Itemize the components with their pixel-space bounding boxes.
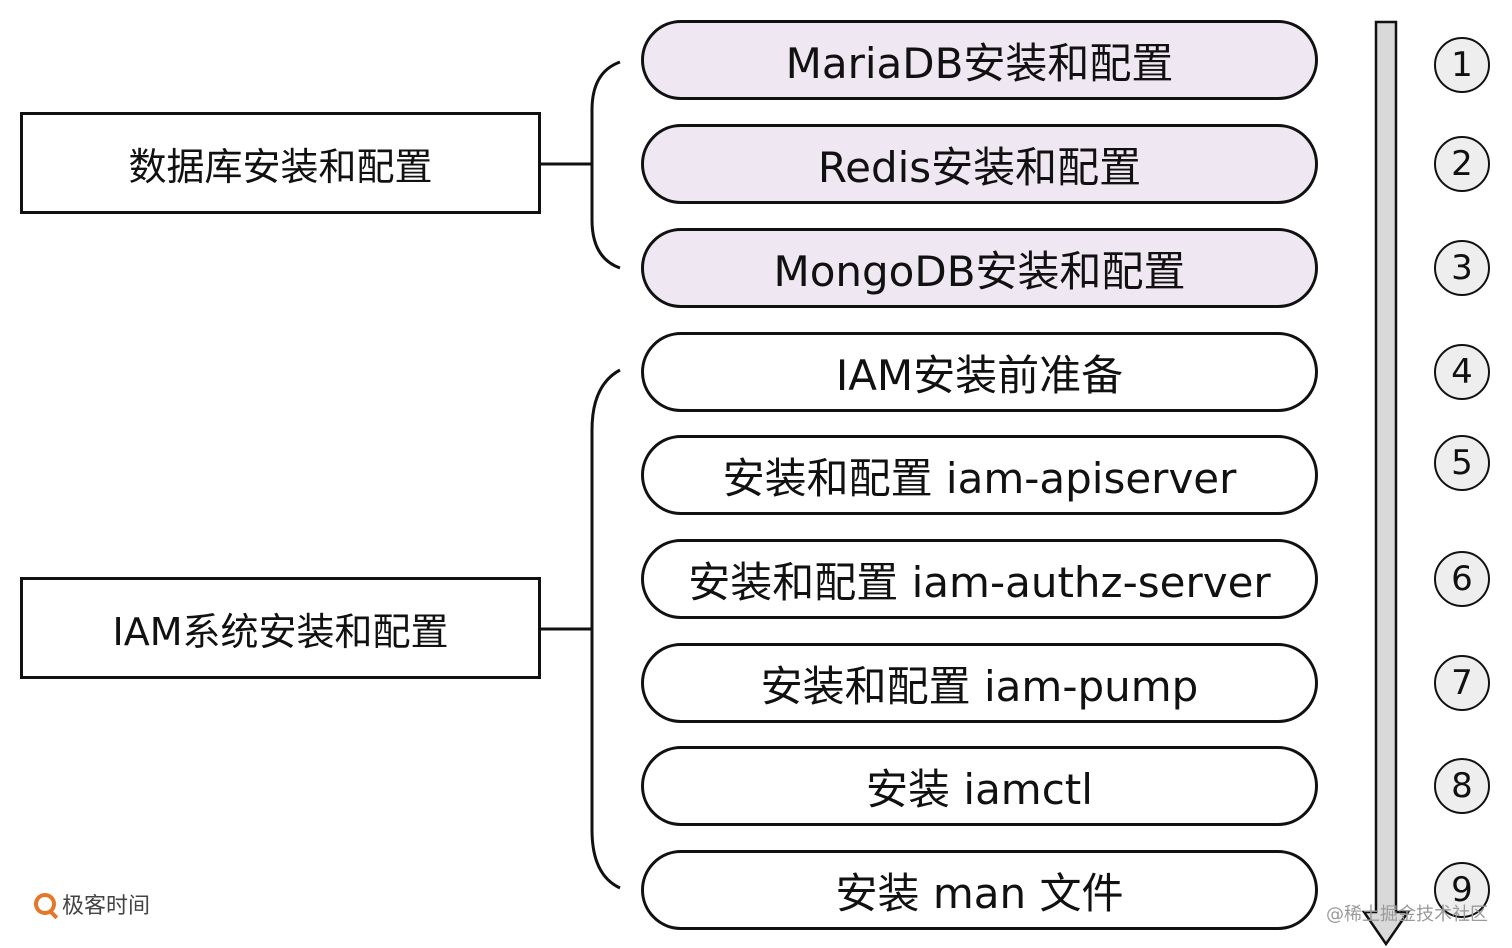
step-pill-mongodb: MongoDB安装和配置 — [641, 228, 1318, 308]
step-pill-iam-authz-server: 安装和配置 iam-authz-server — [641, 539, 1318, 619]
step-label: 安装和配置 iam-authz-server — [688, 557, 1271, 607]
step-pill-man-files: 安装 man 文件 — [641, 850, 1318, 930]
step-label: 安装 man 文件 — [835, 868, 1124, 918]
logo-text: 极客时间 — [62, 894, 151, 919]
step-pill-iam-prep: IAM安装前准备 — [641, 332, 1318, 412]
step-number-3: 3 — [1434, 240, 1490, 296]
step-number-4: 4 — [1434, 344, 1490, 400]
step-label: 安装和配置 iam-pump — [760, 661, 1199, 711]
group-box-iam: IAM系统安装和配置 — [20, 577, 541, 679]
step-pill-mariadb: MariaDB安装和配置 — [641, 20, 1318, 100]
source-credit: @稀土掘金技术社区 — [1326, 904, 1488, 925]
step-number-6: 6 — [1434, 551, 1490, 607]
step-number-7: 7 — [1434, 655, 1490, 711]
group-db-brace — [590, 60, 621, 270]
brand-logo: 极客时间 — [34, 888, 150, 920]
flow-arrow — [1361, 20, 1411, 947]
step-label: IAM安装前准备 — [835, 350, 1124, 400]
step-number-2: 2 — [1434, 136, 1490, 192]
step-number-1: 1 — [1434, 37, 1490, 93]
step-number-5: 5 — [1434, 435, 1490, 491]
step-pill-iam-pump: 安装和配置 iam-pump — [641, 643, 1318, 723]
step-label: MariaDB安装和配置 — [785, 38, 1174, 88]
step-label: MongoDB安装和配置 — [773, 246, 1186, 296]
group-box-database: 数据库安装和配置 — [20, 112, 541, 214]
step-pill-redis: Redis安装和配置 — [641, 124, 1318, 204]
step-label: Redis安装和配置 — [817, 142, 1142, 192]
step-label: 安装 iamctl — [866, 764, 1093, 814]
logo-icon — [34, 893, 56, 915]
group-iam-brace — [590, 368, 621, 890]
step-pill-iamctl: 安装 iamctl — [641, 746, 1318, 826]
step-number-9: 9 — [1434, 862, 1490, 918]
group-label: 数据库安装和配置 — [128, 144, 433, 189]
group-label: IAM系统安装和配置 — [112, 609, 449, 654]
step-number-8: 8 — [1434, 758, 1490, 814]
step-label: 安装和配置 iam-apiserver — [722, 453, 1237, 503]
step-pill-iam-apiserver: 安装和配置 iam-apiserver — [641, 435, 1318, 515]
